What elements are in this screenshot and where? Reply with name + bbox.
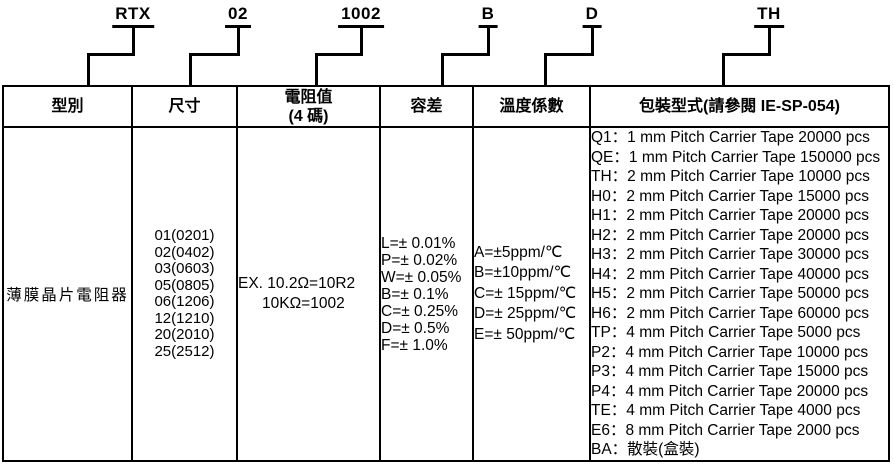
table-body-row: 薄膜晶片電阻器 01(0201)02(0402)03(0603)05(0805)… — [2, 126, 890, 462]
packaging-option: TH：2 mm Pitch Carrier Tape 10000 pcs — [591, 168, 870, 186]
connector-line — [360, 27, 363, 56]
packaging-option: H2：2 mm Pitch Carrier Tape 20000 pcs — [591, 226, 869, 244]
part-number-segment-size: 02 — [225, 4, 251, 28]
cell-tolerance-options: L=± 0.01%P=± 0.02%W=± 0.05%B=± 0.1%C=± 0… — [379, 126, 474, 462]
packaging-option: QE：1 mm Pitch Carrier Tape 150000 pcs — [591, 148, 881, 166]
tolerance-option: L=± 0.01% — [381, 234, 456, 252]
header-resistance-line2: (4 碼) — [288, 107, 329, 125]
cell-resistance-example: EX. 10.2Ω=10R2 10KΩ=1002 — [236, 126, 381, 462]
part-number-decode-table: 型別 尺寸 電阻值 (4 碼) 容差 溫度係數 包裝型式(請參閱 IE-SP-0… — [2, 85, 890, 462]
connector-line — [132, 27, 135, 56]
packaging-option: P3：4 mm Pitch Carrier Tape 15000 pcs — [591, 363, 869, 381]
tempco-option: A=±5ppm/℃ — [474, 243, 563, 261]
header-resistance: 電阻值 (4 碼) — [236, 85, 381, 128]
packaging-option: E6：8 mm Pitch Carrier Tape 2000 pcs — [591, 421, 860, 439]
packaging-option: H0：2 mm Pitch Carrier Tape 15000 pcs — [591, 187, 869, 205]
tempco-option: D=± 25ppm/℃ — [474, 305, 577, 323]
size-option: 06(1206) — [154, 293, 215, 310]
connector-line — [441, 53, 444, 86]
packaging-option: H4：2 mm Pitch Carrier Tape 40000 pcs — [591, 265, 869, 283]
size-option: 12(1210) — [154, 309, 215, 327]
size-option: 05(0805) — [154, 276, 215, 294]
tolerance-option: F=± 1.0% — [381, 336, 448, 354]
tolerance-option: W=± 0.05% — [381, 268, 462, 286]
connector-line — [189, 53, 240, 56]
connector-line — [237, 27, 240, 56]
header-tolerance: 容差 — [379, 85, 474, 128]
header-packaging: 包裝型式(請參閱 IE-SP-054) — [589, 85, 890, 128]
packaging-option: H1：2 mm Pitch Carrier Tape 20000 pcs — [591, 207, 869, 225]
resistance-example-line: 10KΩ=1002 — [262, 295, 345, 312]
packaging-option: Q1：1 mm Pitch Carrier Tape 20000 pcs — [591, 129, 870, 147]
size-option: 03(0603) — [154, 260, 215, 277]
connector-line — [544, 53, 594, 56]
cell-type: 薄膜晶片電阻器 — [2, 126, 133, 462]
tempco-option: B=±10ppm/℃ — [474, 264, 572, 282]
connector-line — [189, 53, 192, 86]
packaging-option: TP：4 mm Pitch Carrier Tape 5000 pcs — [591, 324, 861, 342]
connector-line — [87, 53, 90, 86]
cell-sizes: 01(0201)02(0402)03(0603)05(0805)06(1206)… — [131, 126, 238, 462]
connector-line — [315, 53, 363, 56]
size-option: 25(2512) — [154, 342, 215, 360]
tempco-option: C=± 15ppm/℃ — [474, 284, 577, 302]
connector-line — [315, 53, 318, 86]
size-option: 02(0402) — [154, 243, 215, 261]
size-option: 01(0201) — [154, 227, 215, 244]
packaging-option: H3：2 mm Pitch Carrier Tape 30000 pcs — [591, 246, 869, 264]
tolerance-option: D=± 0.5% — [381, 319, 450, 337]
part-number-segment-tempco: D — [582, 4, 602, 28]
tolerance-option: B=± 0.1% — [381, 285, 449, 303]
packaging-option: TE：4 mm Pitch Carrier Tape 4000 pcs — [591, 402, 861, 420]
part-number-segment-tolerance: B — [478, 4, 498, 28]
part-number-segment-type: RTX — [112, 4, 154, 28]
part-number-segment-resistance: 1002 — [338, 4, 384, 28]
tempco-option: E=± 50ppm/℃ — [474, 325, 576, 343]
header-tempco: 溫度係數 — [472, 85, 591, 128]
type-value: 薄膜晶片電阻器 — [6, 287, 129, 304]
connector-line — [768, 27, 771, 56]
packaging-option: H5：2 mm Pitch Carrier Tape 50000 pcs — [591, 285, 869, 303]
packaging-option: P2：4 mm Pitch Carrier Tape 10000 pcs — [591, 343, 869, 361]
tolerance-option: C=± 0.25% — [381, 302, 459, 320]
table-header-row: 型別 尺寸 電阻值 (4 碼) 容差 溫度係數 包裝型式(請參閱 IE-SP-0… — [2, 85, 890, 128]
resistance-example-line: EX. 10.2Ω=10R2 — [238, 275, 356, 292]
header-type: 型別 — [2, 85, 133, 128]
connector-line — [722, 53, 771, 56]
tolerance-option: P=± 0.02% — [381, 251, 458, 269]
connector-line — [544, 53, 547, 86]
header-size: 尺寸 — [131, 85, 238, 128]
connector-line — [87, 53, 135, 56]
packaging-option: H6：2 mm Pitch Carrier Tape 60000 pcs — [591, 304, 869, 322]
part-number-segment-packaging: TH — [754, 4, 784, 28]
packaging-option: BA：散裝(盒裝) — [591, 441, 700, 459]
packaging-option: P4：4 mm Pitch Carrier Tape 20000 pcs — [591, 382, 869, 400]
header-resistance-line1: 電阻值 — [284, 88, 333, 106]
connector-line — [591, 27, 594, 56]
cell-tempco-options: A=±5ppm/℃ B=±10ppm/℃ C=± 15ppm/℃ D=± 25ppm/… — [472, 126, 591, 462]
size-option: 20(2010) — [154, 326, 215, 343]
connector-line — [441, 53, 490, 56]
connector-line — [722, 53, 725, 86]
connector-line — [487, 27, 490, 56]
